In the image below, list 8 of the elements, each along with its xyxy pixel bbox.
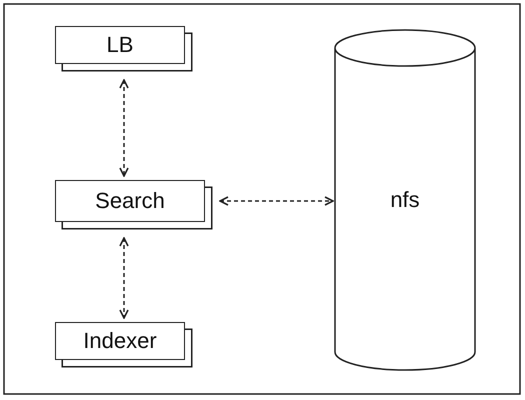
node-label: Indexer	[83, 328, 157, 354]
dashed-arrow	[119, 79, 129, 177]
cylinder-shape	[335, 30, 475, 370]
node-label: nfs	[390, 187, 420, 213]
node-label: LB	[106, 32, 134, 58]
dashed-arrow	[119, 237, 129, 319]
dashed-arrow	[219, 196, 334, 206]
node-label: Search	[95, 188, 165, 214]
